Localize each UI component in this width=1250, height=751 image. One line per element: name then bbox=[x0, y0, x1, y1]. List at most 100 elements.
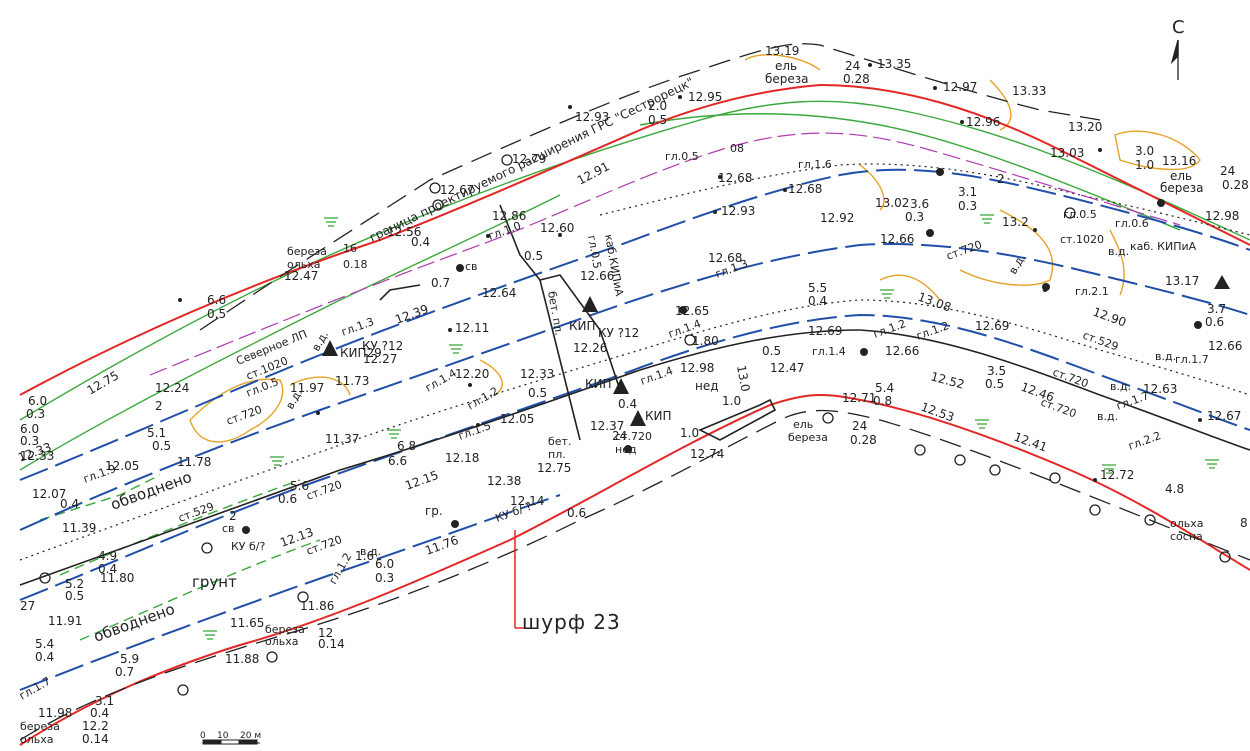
map-label: 12.14 bbox=[510, 494, 544, 508]
map-label: 0.4 bbox=[90, 706, 109, 720]
map-label: 12.11 bbox=[455, 321, 489, 335]
map-label: 12.56 bbox=[387, 225, 421, 239]
map-label: 12.75 bbox=[537, 461, 571, 475]
map-label: 12.98 bbox=[1205, 209, 1239, 223]
map-label: 12.65 bbox=[675, 304, 709, 318]
map-label: 11.88 bbox=[225, 652, 259, 666]
map-label: 1.6 bbox=[355, 549, 374, 563]
map-label: 3.0 bbox=[1135, 144, 1154, 158]
map-label: 27 bbox=[20, 599, 35, 613]
map-label: 0.4 bbox=[618, 397, 637, 411]
map-label: 12.72 bbox=[1100, 468, 1134, 482]
map-label: 11.39 bbox=[62, 521, 96, 535]
map-label: 0.6 bbox=[1205, 315, 1224, 329]
spot-heights bbox=[178, 63, 1202, 482]
map-label: 12.05 bbox=[105, 459, 139, 473]
map-label: 2.0 bbox=[648, 99, 667, 113]
map-label: 12.68 bbox=[788, 182, 822, 196]
map-label: 5.6 bbox=[290, 479, 309, 493]
map-label: 12.66 bbox=[885, 344, 919, 358]
map-label: 0.4 bbox=[35, 650, 54, 664]
map-label: 0.18 bbox=[343, 258, 368, 271]
kip-markers bbox=[322, 275, 1230, 426]
map-label: 0.7 bbox=[431, 276, 450, 290]
map-label: КИП bbox=[569, 319, 596, 333]
scale-label-20: 20 м bbox=[240, 731, 261, 741]
map-label: КИП bbox=[585, 377, 612, 391]
map-label: 0.28 bbox=[843, 72, 870, 86]
map-label: 1.0 bbox=[722, 394, 741, 408]
map-label: 3.7 bbox=[1207, 302, 1226, 316]
map-label: КУ ?12 bbox=[362, 339, 403, 353]
map-label: 12.95 bbox=[688, 90, 722, 104]
map-label: нед bbox=[695, 379, 719, 393]
map-label: 11.80 bbox=[100, 571, 134, 585]
map-label: ель bbox=[793, 418, 813, 431]
map-label: в.д. bbox=[1110, 380, 1131, 393]
map-label: береза bbox=[788, 431, 828, 444]
map-label: в.д. bbox=[1155, 350, 1176, 363]
map-label: 11.37 bbox=[325, 432, 359, 446]
map-label: 3.6 bbox=[910, 197, 929, 211]
map-label: гл.0.5 bbox=[585, 234, 604, 270]
map-label: 12.92 bbox=[820, 211, 854, 225]
map-label: гл.0.5 bbox=[665, 150, 699, 163]
map-label: 12.37 bbox=[590, 419, 624, 433]
map-label: св bbox=[465, 260, 478, 273]
map-label: гл.1.6 bbox=[798, 158, 832, 171]
map-label: 5.5 bbox=[808, 281, 827, 295]
map-label: КИП29 bbox=[340, 346, 382, 360]
map-label: 12.67 bbox=[440, 183, 474, 197]
map-label: 0.14 bbox=[318, 637, 345, 651]
map-label: 0.4 bbox=[60, 497, 79, 511]
map-label: 12.18 bbox=[445, 451, 479, 465]
map-label: в.д. bbox=[1108, 245, 1129, 258]
map-label: 13.02 bbox=[875, 196, 909, 210]
map-label: 11.98 bbox=[38, 706, 72, 720]
map-label: 5.4 bbox=[35, 637, 54, 651]
map-label: нед bbox=[615, 443, 637, 456]
map-label: 6.6 bbox=[207, 293, 226, 307]
map-label: 12.20 bbox=[455, 367, 489, 381]
map-label: 8 bbox=[1240, 516, 1248, 530]
road-edges bbox=[19, 204, 1250, 586]
map-label: 0.5 bbox=[762, 344, 781, 358]
map-label: 12.66 bbox=[880, 232, 914, 246]
map-label: 12 bbox=[318, 626, 333, 640]
pipelines bbox=[19, 168, 1250, 691]
tree-symbols bbox=[39, 154, 1231, 696]
map-label: КУ б/? bbox=[231, 540, 265, 553]
map-label: 12.2 bbox=[82, 719, 109, 733]
map-label: 12.63 bbox=[1143, 382, 1177, 396]
pit-marker bbox=[514, 530, 525, 629]
map-label: грунт bbox=[192, 573, 237, 591]
map-label: 0.5 bbox=[524, 249, 543, 263]
map-label: 12.67 bbox=[1207, 409, 1241, 423]
map-label: береза bbox=[20, 720, 60, 733]
scale-bar bbox=[202, 739, 260, 745]
map-label: 0.3 bbox=[375, 571, 394, 585]
map-label: 24 bbox=[1220, 164, 1235, 178]
map-label: 1.80 bbox=[692, 334, 719, 348]
map-label: береза bbox=[265, 623, 305, 636]
north-label: С bbox=[1172, 17, 1185, 38]
contour-lines-orange bbox=[189, 54, 1201, 443]
map-label: 12.79 bbox=[512, 152, 546, 166]
contour-lines-green bbox=[19, 100, 1250, 641]
map-label: 12.68 bbox=[718, 171, 752, 185]
map-label: в.д. bbox=[360, 545, 381, 558]
map-label: 13.35 bbox=[877, 57, 911, 71]
map-label: 13.2 bbox=[1002, 215, 1029, 229]
map-label: 16 bbox=[343, 242, 357, 255]
map-label: гл.2.1 bbox=[1075, 285, 1109, 298]
map-label: 3.5 bbox=[987, 364, 1006, 378]
map-label: ольха bbox=[287, 258, 321, 271]
map-label: 0.5 bbox=[152, 439, 171, 453]
map-label: 0.6 bbox=[278, 492, 297, 506]
dashed-boundaries bbox=[19, 43, 1250, 741]
map-label: 12.47 bbox=[770, 361, 804, 375]
map-label: 0.4 bbox=[808, 294, 827, 308]
map-label: 13.33 bbox=[1012, 84, 1046, 98]
map-label: гр. bbox=[425, 504, 443, 518]
